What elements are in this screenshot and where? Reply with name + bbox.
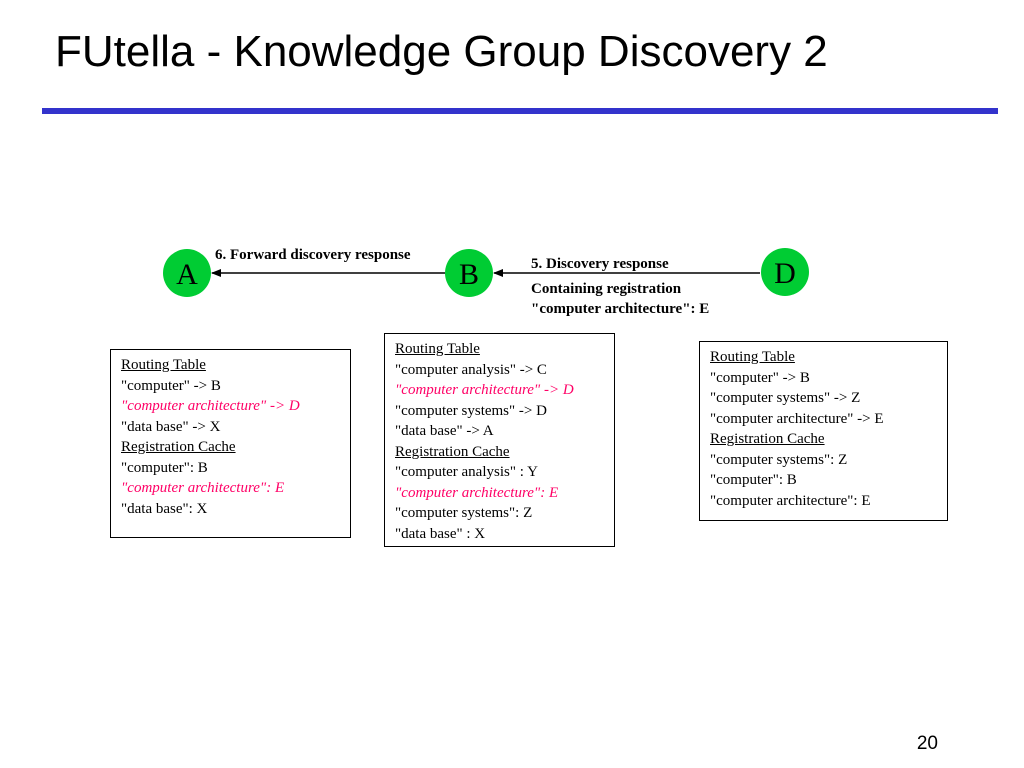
node-b-circle <box>445 249 493 297</box>
cache-entry: "computer": B <box>121 459 208 476</box>
edge-label-containing-line1: Containing registration <box>531 281 682 297</box>
cache-entry: "computer": B <box>710 472 797 488</box>
cache-entry-highlighted: "computer architecture": E <box>395 484 559 501</box>
slide-title: FUtella - Knowledge Group Discovery 2 <box>55 27 828 76</box>
node-a-label: A <box>176 258 198 291</box>
routing-entry: "computer" -> B <box>121 377 221 394</box>
routing-entry: "computer systems" -> D <box>395 402 547 419</box>
routing-entry: "computer architecture" -> E <box>710 410 884 427</box>
edge-label-containing-line2: "computer architecture": E <box>531 301 710 317</box>
routing-entry: "computer analysis" -> C <box>395 361 547 378</box>
registration-cache-header: Registration Cache <box>121 439 236 455</box>
cache-entry-highlighted: "computer architecture": E <box>121 480 285 496</box>
cache-entry: "computer architecture": E <box>710 492 871 509</box>
routing-table-header: Routing Table <box>395 341 480 357</box>
routing-entry: "computer" -> B <box>710 369 810 386</box>
node-d-circle <box>761 248 809 296</box>
cache-entry: "computer analysis" : Y <box>395 464 538 480</box>
node-b-info-box: Routing Table "computer analysis" -> C "… <box>384 333 615 547</box>
cache-entry: "data base": X <box>121 500 208 517</box>
cache-entry: "data base" : X <box>395 525 486 542</box>
node-b-label: B <box>459 258 479 291</box>
node-d-info-box: Routing Table "computer" -> B "computer … <box>699 341 948 521</box>
registration-cache-header: Registration Cache <box>395 443 510 460</box>
routing-entry: "data base" -> X <box>121 418 221 435</box>
registration-cache-header: Registration Cache <box>710 431 825 447</box>
node-a-circle <box>163 249 211 297</box>
node-a-info-box: Routing Table "computer" -> B "computer … <box>110 349 351 538</box>
routing-entry-highlighted: "computer architecture" -> D <box>395 382 574 398</box>
routing-table-header: Routing Table <box>710 349 795 365</box>
routing-entry-highlighted: "computer architecture" -> D <box>121 398 300 414</box>
cache-entry: "computer systems": Z <box>710 451 848 468</box>
page-number: 20 <box>916 733 938 754</box>
routing-entry: "data base" -> A <box>395 423 494 439</box>
node-d-label: D <box>774 257 796 290</box>
title-divider <box>42 108 998 114</box>
edge-label-forward-response: 6. Forward discovery response <box>215 247 411 263</box>
routing-entry: "computer systems" -> Z <box>710 390 861 406</box>
cache-entry: "computer systems": Z <box>395 505 533 521</box>
edge-label-discovery-response: 5. Discovery response <box>531 256 669 272</box>
routing-table-header: Routing Table <box>121 357 206 373</box>
